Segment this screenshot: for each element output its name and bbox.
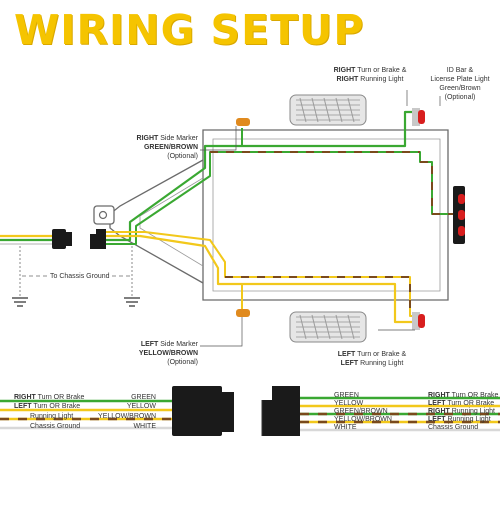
label-text: Running Light: [445, 416, 491, 423]
legend-left-function-3: Running Light: [30, 412, 73, 421]
label-text: Turn or Brake &: [355, 67, 407, 74]
label-bold: RIGHT: [14, 394, 36, 401]
legend-right-function-5: Chassis Ground: [428, 423, 478, 432]
legend-plug-left: [172, 386, 234, 436]
legend-right-wire-1: GREEN: [334, 392, 359, 399]
label-text: Side Marker: [158, 341, 198, 348]
label-text: (Optional): [444, 94, 476, 101]
label-text: License Plate Light: [430, 76, 490, 83]
page-title: WIRING SETUP: [14, 6, 365, 54]
label-text: Running Light: [30, 413, 74, 420]
label-text: Green/Brown: [439, 85, 481, 92]
id-bar-label: ID Bar & License Plate Light Green/Brown…: [424, 66, 496, 102]
label-bold: LEFT: [428, 416, 446, 423]
legend-right-function-4: LEFT Running Light: [428, 415, 491, 424]
legend-wires-right: [300, 396, 500, 432]
legend-right-function-2: LEFT Turn OR Brake: [428, 399, 494, 408]
label-bold: RIGHT: [428, 392, 450, 399]
legend-right-function-1: RIGHT Turn OR Brake: [428, 391, 498, 400]
ground-symbol-left: [12, 297, 28, 307]
label-bold: LEFT: [428, 400, 446, 407]
left-side-marker-label: LEFT Side Marker YELLOW/BROWN (Optional): [106, 340, 198, 367]
right-tail-light: [412, 108, 425, 126]
id-light-bar: [453, 186, 465, 244]
label-text: Chassis Ground: [30, 423, 81, 430]
right-turn-light-label: RIGHT Turn or Brake & RIGHT Running Ligh…: [320, 66, 420, 84]
left-side-marker: [236, 309, 250, 317]
label-bold: LEFT: [140, 341, 159, 348]
legend-right-wire-2: YELLOW: [334, 400, 364, 407]
label-text: Turn OR Brake: [31, 403, 81, 410]
legend-left-wire-3: YELLOW/BROWN: [98, 413, 156, 420]
label-bold: GREEN/BROWN: [143, 144, 198, 151]
label-text: (Optional): [167, 359, 198, 366]
yellow-wire-run: [0, 231, 420, 324]
label-text: Chassis Ground: [428, 424, 479, 431]
legend-left-function-4: Chassis Ground: [30, 422, 80, 431]
label-bold: YELLOW/BROWN: [138, 350, 198, 357]
label-text: Turn OR Brake: [35, 394, 85, 401]
chassis-ground-label: To Chassis Ground: [50, 273, 110, 280]
green-wire-run: [0, 110, 455, 245]
label-text: Running Light: [358, 360, 404, 367]
label-text: Turn OR Brake: [449, 392, 499, 399]
legend-left-function-1: RIGHT Turn OR Brake: [14, 393, 84, 402]
tire-top: [289, 94, 367, 126]
legend-left-function-2: LEFT Turn OR Brake: [14, 402, 80, 411]
label-bold: LEFT: [337, 351, 356, 358]
legend-left-wire-2: YELLOW: [126, 403, 156, 410]
left-turn-light-label: LEFT Turn or Brake & LEFT Running Light: [322, 350, 422, 368]
label-bold: LEFT: [340, 360, 359, 367]
ground-leads: [19, 246, 133, 298]
ground-symbol-right: [124, 297, 140, 307]
legend-right-wire-5: WHITE: [334, 424, 357, 431]
label-bold: RIGHT: [336, 76, 359, 83]
label-text: Running Light: [449, 408, 495, 415]
connector-4way-left: [52, 229, 72, 249]
label-text: ID Bar &: [446, 67, 474, 74]
right-side-marker: [236, 118, 250, 126]
label-bold: RIGHT: [136, 135, 159, 142]
legend-left-wire-1: GREEN: [131, 394, 156, 401]
hitch-coupler: [93, 205, 115, 225]
label-text: (Optional): [167, 153, 198, 160]
connector-4way-right: [90, 229, 106, 249]
label-bold: RIGHT: [333, 67, 356, 74]
legend-right-function-3: RIGHT Running Light: [428, 407, 495, 416]
legend-wires-left: [0, 399, 172, 430]
right-side-marker-label: RIGHT Side Marker GREEN/BROWN (Optional): [110, 134, 198, 161]
label-text: Running Light: [358, 76, 404, 83]
tire-bottom: [289, 311, 367, 343]
label-bold: LEFT: [14, 403, 32, 410]
leader-lines: [200, 90, 441, 347]
left-tail-light: [412, 312, 425, 330]
label-text: Turn OR Brake: [445, 400, 495, 407]
label-bold: RIGHT: [428, 408, 450, 415]
label-text: Turn or Brake &: [355, 351, 407, 358]
legend-right-wire-3: GREEN/BROWN: [334, 408, 388, 415]
legend-right-wire-4: YELLOW/BROWN: [334, 416, 392, 423]
legend-left-wire-4: WHITE: [133, 423, 156, 430]
legend-plug-right: [261, 386, 300, 436]
label-text: Side Marker: [158, 135, 198, 142]
